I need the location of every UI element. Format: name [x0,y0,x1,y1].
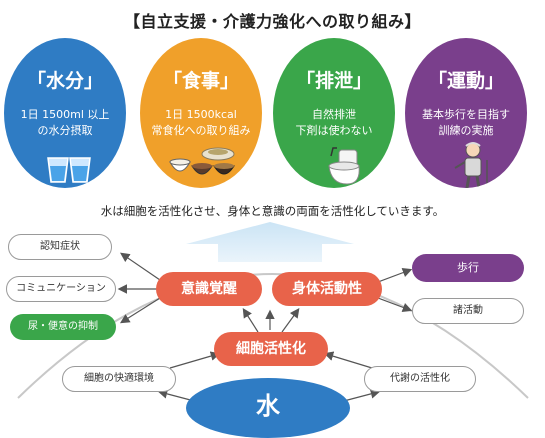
circle-text-line: 1日 1500ml 以上 [20,108,110,121]
node-water: 水 [186,378,350,438]
circle-text-line: 基本歩行を目指す [422,108,510,121]
node-walking: 歩行 [412,254,524,282]
circle-text-line: の水分摂取 [37,124,93,137]
water-cups-icon [47,157,91,183]
circle-heading: 「排泄」 [295,70,372,92]
circle-heading: 「食事」 [162,70,239,92]
circle-water-intake: 「水分」 1日 1500ml 以上 の水分摂取 [4,38,126,188]
page-title: 【自立支援・介護力強化への取り組み】 [123,12,421,31]
node-communication: コミュニケーション [6,276,116,302]
circle-text-line: 常食化への取り組み [151,124,251,137]
toilet-icon [328,147,360,185]
node-cognitive: 認知症状 [8,234,112,260]
node-body-activity: 身体活動性 [272,272,382,306]
meal-tray-icon [169,147,235,175]
node-environment: 細胞の快適環境 [62,366,176,392]
circle-meal: 「食事」 1日 1500kcal 常食化への取り組み [140,38,262,188]
node-cell-activation: 細胞活性化 [214,332,328,366]
circle-exercise: 「運動」 基本歩行を目指す 訓練の実施 [405,38,527,188]
circle-text-line: 下剤は使わない [295,124,373,137]
circle-text-line: 1日 1500kcal [165,108,237,121]
node-urination: 尿・便意の抑制 [10,314,116,340]
circle-heading: 「運動」 [427,70,504,92]
walking-elder-icon [454,142,488,188]
node-consciousness: 意識覚醒 [156,272,262,306]
node-activities: 諸活動 [412,298,524,324]
caption-text: 水は細胞を活性化させ、身体と意識の両面を活性化していきます。 [100,204,445,218]
circle-text-line: 自然排泄 [312,108,356,121]
node-metabolism: 代謝の活性化 [364,366,476,392]
circle-excretion: 「排泄」 自然排泄 下剤は使わない [273,38,395,188]
circle-text-line: 訓練の実施 [438,124,494,137]
circle-heading: 「水分」 [26,70,103,92]
